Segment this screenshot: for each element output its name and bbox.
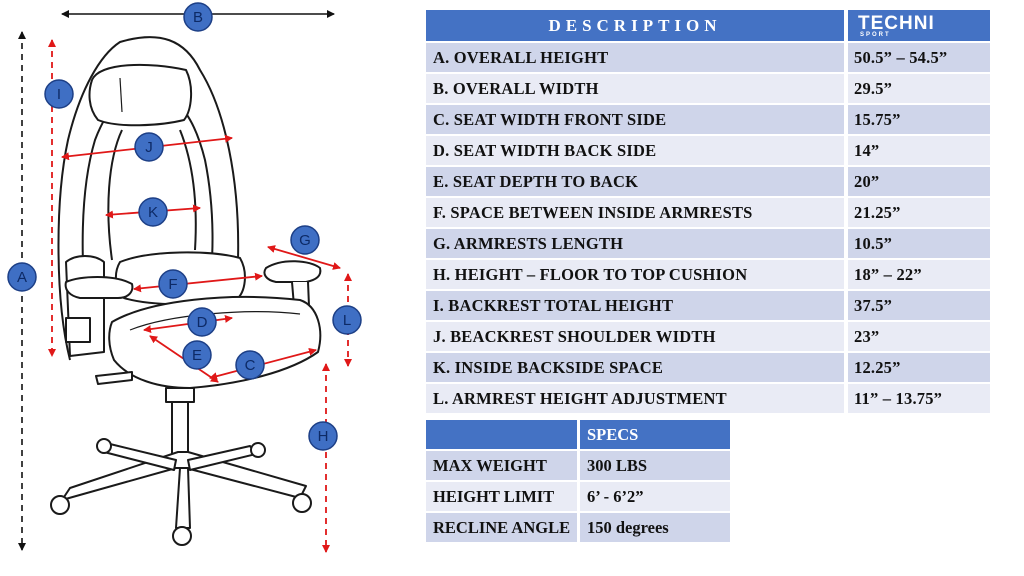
row-description: K. INSIDE BACKSIDE SPACE <box>426 353 848 384</box>
row-value: 21.25” <box>848 198 990 229</box>
row-description: E. SEAT DEPTH TO BACK <box>426 167 848 198</box>
badge-h: H <box>308 421 338 451</box>
row-value: 14” <box>848 136 990 167</box>
svg-text:I: I <box>57 86 61 103</box>
spec-value: 6’ - 6’2” <box>580 482 730 513</box>
row-value: 37.5” <box>848 291 990 322</box>
spec-label: HEIGHT LIMIT <box>426 482 580 513</box>
logo-sub-text: SPORT <box>860 31 891 38</box>
badge-f: F <box>158 269 188 299</box>
spec-label: MAX WEIGHT <box>426 451 580 482</box>
badge-b: B <box>183 2 213 32</box>
spec-label: RECLINE ANGLE <box>426 513 580 544</box>
dimension-f-line <box>133 272 263 293</box>
svg-text:D: D <box>197 314 208 331</box>
dimension-badges: A B C D E F G H I J K L <box>7 2 362 451</box>
badge-g: G <box>290 225 320 255</box>
row-value: 15.75” <box>848 105 990 136</box>
row-description: G. ARMRESTS LENGTH <box>426 229 848 260</box>
description-table: DESCRIPTION TECHNI SPORT A. OVERALL HEIG… <box>426 10 990 415</box>
svg-text:B: B <box>193 9 203 26</box>
svg-text:J: J <box>145 139 153 156</box>
svg-text:C: C <box>245 357 256 374</box>
chair-dimension-diagram: A B C D E F G H I J K L <box>7 2 362 553</box>
svg-text:G: G <box>299 232 311 249</box>
row-description: H. HEIGHT – FLOOR TO TOP CUSHION <box>426 260 848 291</box>
row-value: 23” <box>848 322 990 353</box>
description-header-row: DESCRIPTION TECHNI SPORT <box>426 10 990 43</box>
svg-text:A: A <box>17 269 27 286</box>
row-description: I. BACKREST TOTAL HEIGHT <box>426 291 848 322</box>
techni-sport-logo: TECHNI SPORT <box>854 11 990 41</box>
svg-text:K: K <box>148 204 158 221</box>
spec-value: 150 degrees <box>580 513 730 544</box>
specs-header-blank <box>426 420 580 451</box>
brand-logo-cell: TECHNI SPORT <box>848 10 990 43</box>
svg-text:F: F <box>168 276 177 293</box>
badge-l: L <box>332 305 362 335</box>
row-value: 18” – 22” <box>848 260 990 291</box>
row-value: 10.5” <box>848 229 990 260</box>
badge-j: J <box>134 132 164 162</box>
svg-text:H: H <box>318 428 329 445</box>
row-description: C. SEAT WIDTH FRONT SIDE <box>426 105 848 136</box>
dimension-g-line <box>267 245 341 270</box>
row-description: B. OVERALL WIDTH <box>426 74 848 105</box>
specs-header: SPECS <box>580 420 730 451</box>
badge-i: I <box>44 79 74 109</box>
badge-k: K <box>138 197 168 227</box>
row-description: D. SEAT WIDTH BACK SIDE <box>426 136 848 167</box>
svg-text:E: E <box>192 347 202 364</box>
row-value: 12.25” <box>848 353 990 384</box>
row-description: J. BEACKREST SHOULDER WIDTH <box>426 322 848 353</box>
spec-value: 300 LBS <box>580 451 730 482</box>
logo-brand-text: TECHNI <box>858 12 935 34</box>
row-description: F. SPACE BETWEEN INSIDE ARMRESTS <box>426 198 848 229</box>
row-description: A. OVERALL HEIGHT <box>426 43 848 74</box>
badge-e: E <box>182 340 212 370</box>
description-header: DESCRIPTION <box>426 10 848 43</box>
specs-header-row: SPECS <box>426 420 730 451</box>
row-value: 50.5” – 54.5” <box>848 43 990 74</box>
badge-a: A <box>7 262 37 292</box>
svg-text:L: L <box>343 312 351 329</box>
badge-c: C <box>235 350 265 380</box>
badge-d: D <box>187 307 217 337</box>
row-value: 29.5” <box>848 74 990 105</box>
row-value: 20” <box>848 167 990 198</box>
row-value: 11” – 13.75” <box>848 384 990 415</box>
row-description: L. ARMREST HEIGHT ADJUSTMENT <box>426 384 848 415</box>
